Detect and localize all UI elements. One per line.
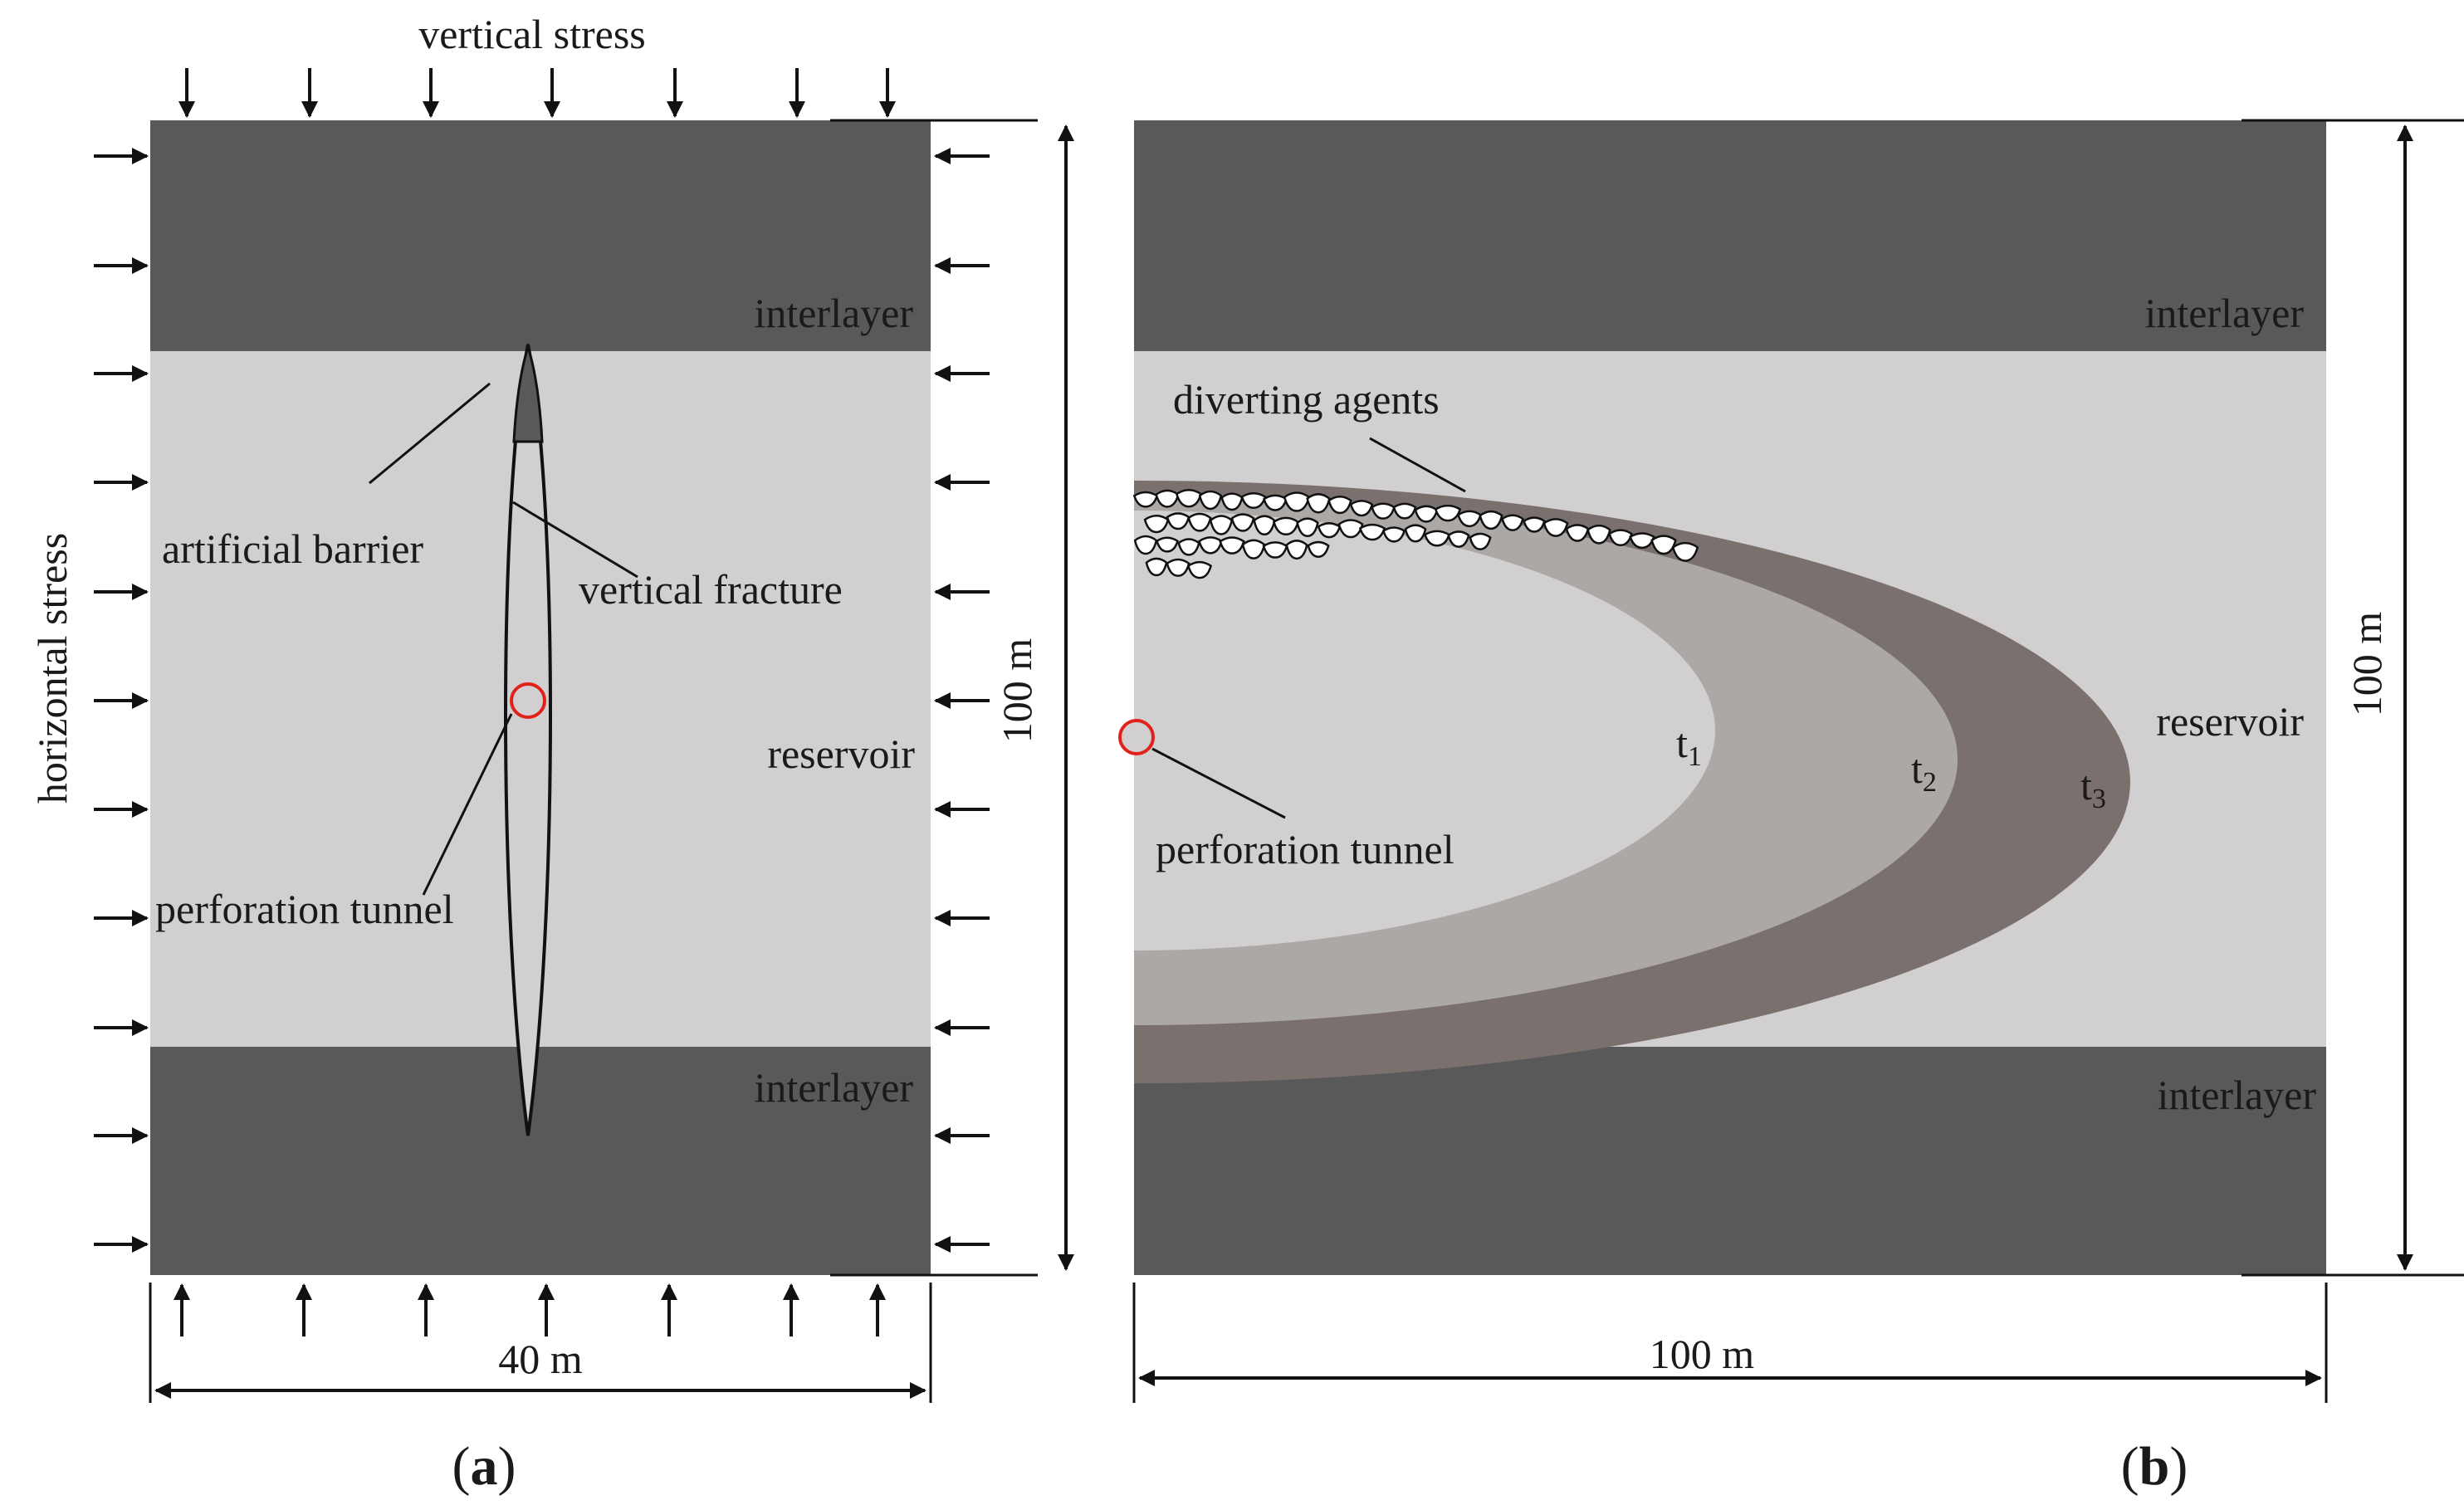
label-width-b: 100 m [1650, 1331, 1755, 1377]
diverting-agent-particle [1414, 505, 1439, 523]
label-interlayer-bottom-b: interlayer [2157, 1072, 2316, 1118]
diverting-agent-particle [1209, 515, 1234, 535]
vertical-stress-arrows-bottom [174, 1283, 886, 1336]
leader-vertical-fracture [512, 501, 638, 579]
interlayer-top-b [1134, 120, 2326, 351]
leader-perforation-tunnel-a [422, 713, 513, 896]
diverting-agent-particle [1349, 500, 1374, 517]
interlayer-bottom-a [150, 1047, 931, 1275]
diverting-agent-particle [1230, 513, 1255, 532]
diverting-agent-particle [1198, 490, 1223, 511]
diverting-agent-particle [1132, 491, 1159, 508]
diverting-agent-particle [1219, 536, 1245, 555]
diverting-agent-particle [1565, 524, 1590, 542]
fracture-fronts [1134, 481, 2130, 1083]
diverting-agent-particle [1262, 541, 1288, 559]
diverting-agent-particle [1177, 538, 1200, 556]
diverting-agent-particle [1220, 492, 1244, 511]
leader-artificial-barrier [369, 382, 491, 485]
diverting-agent-particle [1306, 493, 1331, 514]
front-t1 [1134, 511, 1715, 950]
diverting-agents-particles [1132, 489, 1699, 579]
diverting-agent-particle [1296, 517, 1319, 538]
label-reservoir-b: reservoir [2156, 698, 2304, 745]
label-interlayer-bottom-a: interlayer [754, 1064, 913, 1111]
label-reservoir-a: reservoir [767, 731, 915, 777]
diverting-agent-particle [1307, 540, 1330, 558]
diverting-agent-particle [1671, 541, 1699, 562]
diverting-agent-particle [1253, 515, 1276, 536]
diverting-agent-particle [1272, 516, 1300, 536]
diverting-agent-particle [1469, 532, 1492, 550]
diverting-agent-particle [1542, 518, 1569, 537]
label-height-b: 100 m [2344, 612, 2390, 717]
diverting-agent-particle [1263, 494, 1288, 511]
diverting-agent-particle [1523, 516, 1546, 533]
diverting-agent-particle [1371, 502, 1396, 520]
diverting-agent-particle [1133, 535, 1158, 555]
diverting-agent-particle [1145, 557, 1168, 577]
diverting-agent-particle [1392, 502, 1417, 520]
diverting-agent-particle [1327, 495, 1352, 515]
diverting-agent-particle [1501, 514, 1524, 531]
label-artificial-barrier: artificial barrier [162, 525, 423, 572]
diverting-agent-particle [1143, 515, 1170, 534]
diverting-agent-particle [1240, 491, 1267, 510]
diverting-agent-particle [1608, 529, 1633, 547]
perforation-tunnel-marker-b [1118, 719, 1155, 755]
label-perforation-tunnel-a: perforation tunnel [155, 886, 454, 932]
label-diverting-agents: diverting agents [1173, 376, 1440, 423]
label-horizontal-stress: horizontal stress [29, 533, 76, 804]
diverting-agent-particle [1382, 526, 1406, 543]
label-interlayer-top-b: interlayer [2144, 290, 2304, 336]
label-perforation-tunnel-b: perforation tunnel [1156, 826, 1454, 872]
label-interlayer-top-a: interlayer [754, 290, 913, 336]
diverting-agent-particle [1457, 510, 1482, 528]
horizontal-stress-arrows-left [94, 148, 149, 1253]
diverting-agent-particle [1186, 560, 1213, 579]
diverting-agent-particle [1434, 504, 1462, 522]
caption-b: (b) [2121, 1436, 2188, 1497]
interlayer-top-a [150, 120, 931, 351]
diverting-agent-particle [1404, 524, 1427, 543]
diverting-agent-particle [1586, 524, 1611, 545]
diverting-agent-particle [1317, 522, 1342, 539]
diverting-agent-particle [1156, 536, 1179, 553]
diverting-agent-particle [1166, 512, 1190, 530]
perforation-tunnel-marker-a [510, 682, 546, 719]
diverting-agent-particle [1198, 536, 1223, 555]
label-front-t2: t2 [1911, 745, 1937, 798]
leader-diverting-agents [1369, 437, 1466, 493]
diverting-agent-particle [1187, 512, 1212, 532]
diverting-agent-particle [1358, 523, 1386, 541]
diverting-agent-particle [1629, 532, 1655, 550]
horizontal-stress-arrows-right [934, 148, 990, 1253]
diverting-agent-particle [1283, 491, 1311, 512]
diverting-agent-particle [1447, 530, 1470, 548]
label-vertical-stress: vertical stress [418, 11, 646, 57]
diverting-agent-particle [1479, 510, 1503, 530]
interlayer-bottom-b [1134, 1047, 2326, 1275]
diverting-agent-particle [1285, 540, 1308, 560]
vertical-fracture [504, 344, 552, 1136]
diverting-agent-particle [1175, 489, 1203, 508]
label-front-t3: t3 [2080, 762, 2106, 814]
panel-b: interlayer interlayer reservoir divertin… [1118, 119, 2464, 1497]
label-vertical-fracture: vertical fracture [579, 566, 843, 613]
diverting-agent-particle [1423, 530, 1451, 547]
leader-perforation-tunnel-b [1151, 747, 1286, 819]
label-front-t1: t1 [1676, 720, 1702, 772]
vertical-stress-arrows-top [178, 68, 896, 118]
diverting-agent-particle [1337, 519, 1364, 539]
diverting-agent-particle [1166, 558, 1190, 577]
diverting-agent-particle [1650, 535, 1677, 555]
diverting-agent-particle [1155, 489, 1180, 508]
label-width-a: 40 m [498, 1336, 583, 1382]
panel-a: vertical stress horizontal stress interl… [29, 11, 1074, 1497]
caption-a: (a) [452, 1436, 516, 1497]
diverting-agent-particle [1241, 539, 1266, 559]
label-height-a: 100 m [994, 638, 1040, 744]
